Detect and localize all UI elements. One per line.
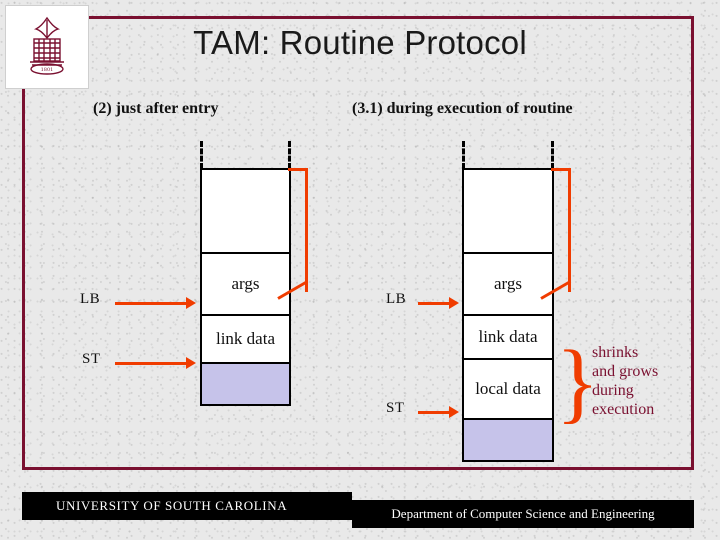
stack-cell-args-2: args (462, 252, 554, 314)
stack-cell-link-data: link data (200, 314, 291, 362)
annotation-line-2: and grows (592, 362, 659, 380)
frame-hook-vertical-right (568, 168, 571, 292)
stack-cell-free-space-2 (462, 418, 554, 462)
stack-cell-empty-top (200, 168, 291, 252)
dashed-edge-left (200, 141, 203, 169)
arrow-lb-left-head (186, 297, 196, 309)
label-st-right: ST (386, 400, 405, 416)
university-logo: 1801 (5, 5, 89, 89)
arrow-st-left-shaft (115, 362, 187, 365)
dashed-edge-right-2 (551, 141, 554, 169)
annotation-line-1: shrinks (592, 344, 639, 361)
stack-cell-local-data-text: local data (475, 379, 541, 399)
label-st-left: ST (82, 351, 101, 367)
label-lb-right: LB (386, 291, 407, 307)
stack-cell-args: args (200, 252, 291, 314)
stack-cell-local-data: local data (462, 358, 554, 418)
footer-university: UNIVERSITY OF SOUTH CAROLINA (22, 492, 352, 520)
arrow-st-left-head (186, 357, 196, 369)
annotation-line-4: execution (592, 400, 655, 418)
annotation-brace: } (556, 333, 600, 432)
dashed-edge-right (288, 141, 291, 169)
svg-text:1801: 1801 (41, 67, 54, 73)
stack-cell-empty-top-2 (462, 168, 554, 252)
arrow-lb-right-head (449, 297, 459, 309)
footer-department: Department of Computer Science and Engin… (352, 500, 694, 528)
label-lb-left: LB (80, 291, 101, 307)
stack-cell-free-space (200, 362, 291, 406)
arrow-st-right-head (449, 406, 459, 418)
dashed-edge-left-2 (462, 141, 465, 169)
stack-cell-link-data-2: link data (462, 314, 554, 358)
frame-hook-vertical-left (305, 168, 308, 292)
arrow-st-right-shaft (418, 411, 450, 414)
annotation-text: shrinks and grows during execution (592, 344, 712, 420)
arrow-lb-left-shaft (115, 302, 187, 305)
frame-hook-top-left (288, 168, 308, 171)
annotation-line-3: during (592, 381, 634, 399)
arrow-lb-right-shaft (418, 302, 450, 305)
page-title: TAM: Routine Protocol (193, 24, 527, 61)
frame-hook-top-right (551, 168, 571, 171)
caption-after-entry: (2) just after entry (93, 100, 219, 117)
university-crest-icon: 1801 (12, 12, 82, 82)
caption-during-execution: (3.1) during execution of routine (352, 100, 573, 117)
